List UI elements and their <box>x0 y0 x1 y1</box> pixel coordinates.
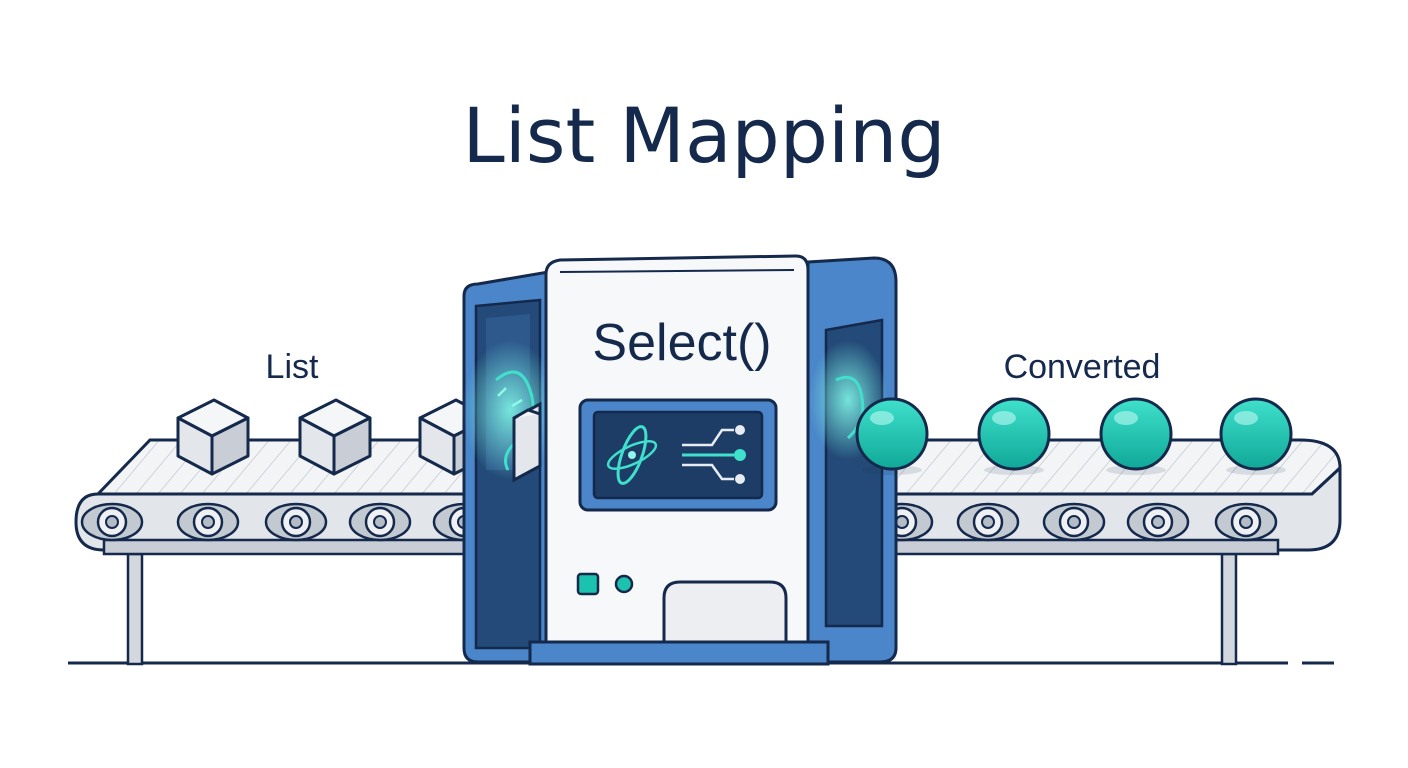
machine-screen <box>578 398 778 512</box>
machine-label: Select() <box>592 314 771 372</box>
roller <box>1126 502 1190 542</box>
machine-output-slot <box>662 580 788 642</box>
orbit-icon <box>606 425 658 485</box>
cube-icon <box>176 398 250 476</box>
machine-button-round <box>614 574 634 594</box>
sphere-icon <box>977 397 1051 475</box>
roller <box>176 502 240 542</box>
roller <box>956 502 1020 542</box>
roller <box>1214 502 1278 542</box>
sphere-icon <box>1219 397 1293 475</box>
roller <box>1042 502 1106 542</box>
input-label: List <box>266 348 319 386</box>
roller <box>80 502 144 542</box>
sphere-icon <box>1099 397 1173 475</box>
output-label: Converted <box>1004 348 1161 386</box>
roller <box>348 502 412 542</box>
machine-base <box>528 640 830 666</box>
page-title: List Mapping <box>462 91 945 180</box>
machine-button-square <box>576 572 600 596</box>
input-items <box>176 398 492 476</box>
roller <box>264 502 328 542</box>
cube-icon <box>298 398 372 476</box>
sphere-icon <box>855 397 929 475</box>
output-items <box>855 397 1293 475</box>
entering-cube-icon <box>512 401 542 483</box>
branch-icon <box>682 425 746 484</box>
